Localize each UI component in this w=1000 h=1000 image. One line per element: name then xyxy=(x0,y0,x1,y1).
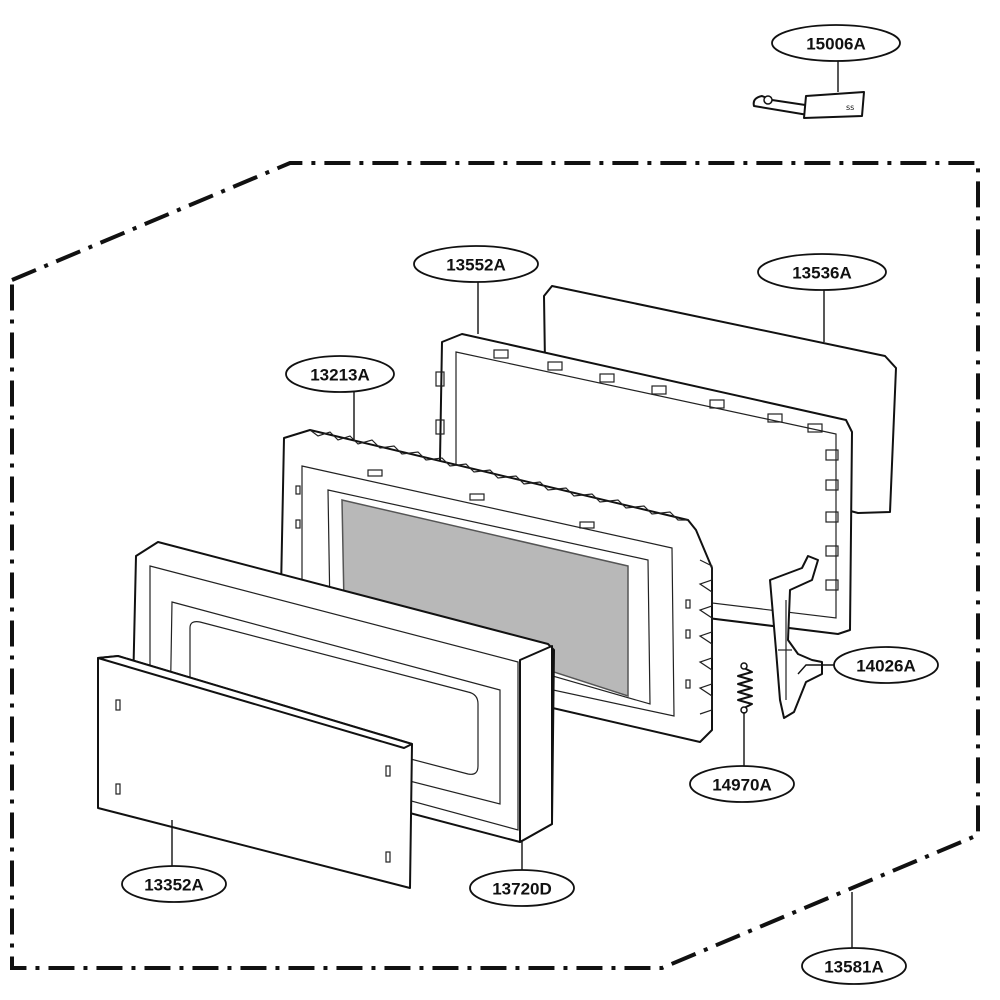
callout-15006A: 15006A xyxy=(771,24,901,62)
callout-13581A-label: 13581A xyxy=(824,958,884,977)
callout-13552A: 13552A xyxy=(413,245,539,283)
callout-13720D-label: 13720D xyxy=(492,880,552,899)
spring-14970A xyxy=(737,662,753,714)
callout-13213A: 13213A xyxy=(285,355,395,393)
callout-14970A: 14970A xyxy=(689,765,795,803)
callout-13352A-label: 13352A xyxy=(144,876,204,895)
callout-14970A-label: 14970A xyxy=(712,776,772,795)
assembly-boundary-13581A xyxy=(10,161,980,970)
svg-text:ss: ss xyxy=(846,103,854,112)
callout-13581A: 13581A xyxy=(801,947,907,985)
door-window-glass xyxy=(341,499,629,698)
callout-15006A-label: 15006A xyxy=(806,35,866,54)
callout-13536A-label: 13536A xyxy=(792,264,852,283)
callout-14026A-label: 14026A xyxy=(856,657,916,676)
hinge-bracket-15006A: ss xyxy=(752,91,865,119)
latch-hook-14026A xyxy=(769,555,823,719)
callout-13536A: 13536A xyxy=(757,253,887,291)
callout-13552A-label: 13552A xyxy=(446,256,506,275)
leader-lines xyxy=(171,60,853,948)
callout-13213A-label: 13213A xyxy=(310,366,370,385)
callout-14026A: 14026A xyxy=(833,646,939,684)
callout-13352A: 13352A xyxy=(121,865,227,903)
front-panel-13352A xyxy=(97,655,413,889)
callout-13720D: 13720D xyxy=(469,869,575,907)
